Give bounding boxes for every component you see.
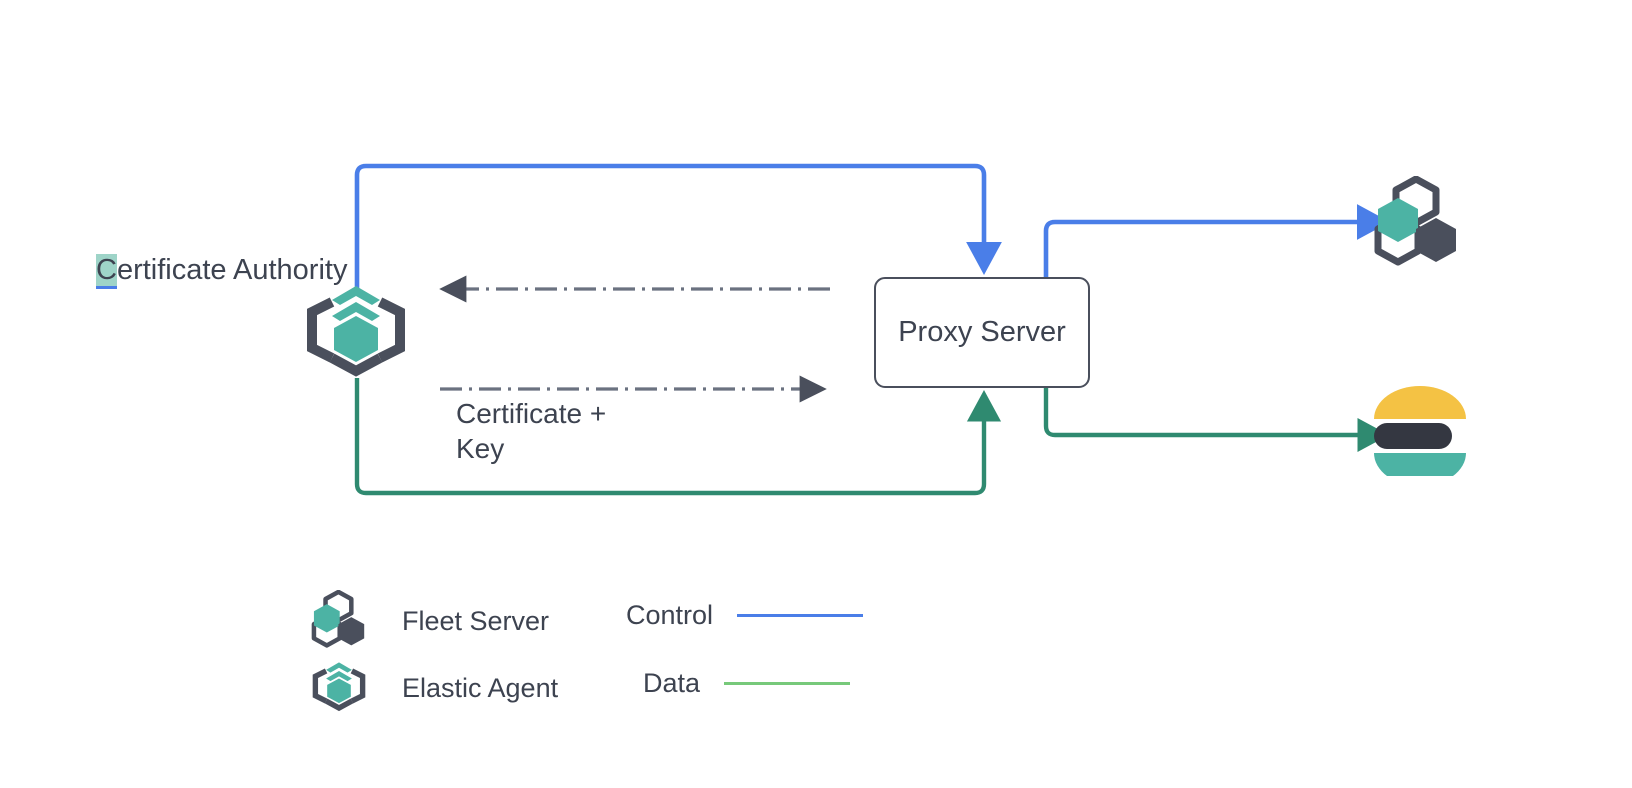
certificate-key-line-1: Certificate + — [456, 398, 607, 429]
elasticsearch-icon — [1370, 386, 1470, 486]
legend-control-label: Control — [626, 600, 714, 630]
legend-line-data: Data — [643, 668, 851, 699]
legend-line-control: Control — [626, 600, 864, 631]
certificate-authority-label: Certificate Authority — [96, 253, 347, 287]
legend-item-fleet-server: Fleet Server — [310, 589, 550, 653]
legend-elastic-agent-icon — [310, 658, 372, 719]
elastic-agent-icon — [302, 278, 410, 387]
legend-control-line-swatch — [737, 614, 864, 617]
fleet-server-icon — [1372, 175, 1468, 271]
legend-data-label: Data — [643, 668, 701, 698]
data-edge-agent-to-proxy — [354, 378, 1002, 496]
legend-data-line-swatch — [724, 682, 851, 685]
control-edge-proxy-to-fleet — [1043, 204, 1390, 278]
ca-label-rest: ertificate Authority — [116, 254, 348, 286]
control-edge-agent-to-proxy — [354, 163, 1002, 296]
certificate-key-edge-label: Certificate + Key — [456, 396, 606, 466]
data-edge-proxy-to-elasticsearch — [1043, 388, 1389, 453]
legend-item-elastic-agent: Elastic Agent — [310, 658, 558, 719]
ca-label-highlight: C — [96, 254, 117, 286]
legend-fleet-server-label: Fleet Server — [402, 606, 550, 636]
proxy-server-label: Proxy Server — [898, 316, 1066, 348]
legend: Fleet Server Elastic Agent Control Data — [310, 586, 890, 712]
legend-fleet-server-icon — [310, 589, 372, 653]
legend-elastic-agent-label: Elastic Agent — [402, 673, 559, 703]
certificate-key-line-2: Key — [456, 433, 505, 464]
proxy-server-node: Proxy Server — [874, 277, 1090, 388]
